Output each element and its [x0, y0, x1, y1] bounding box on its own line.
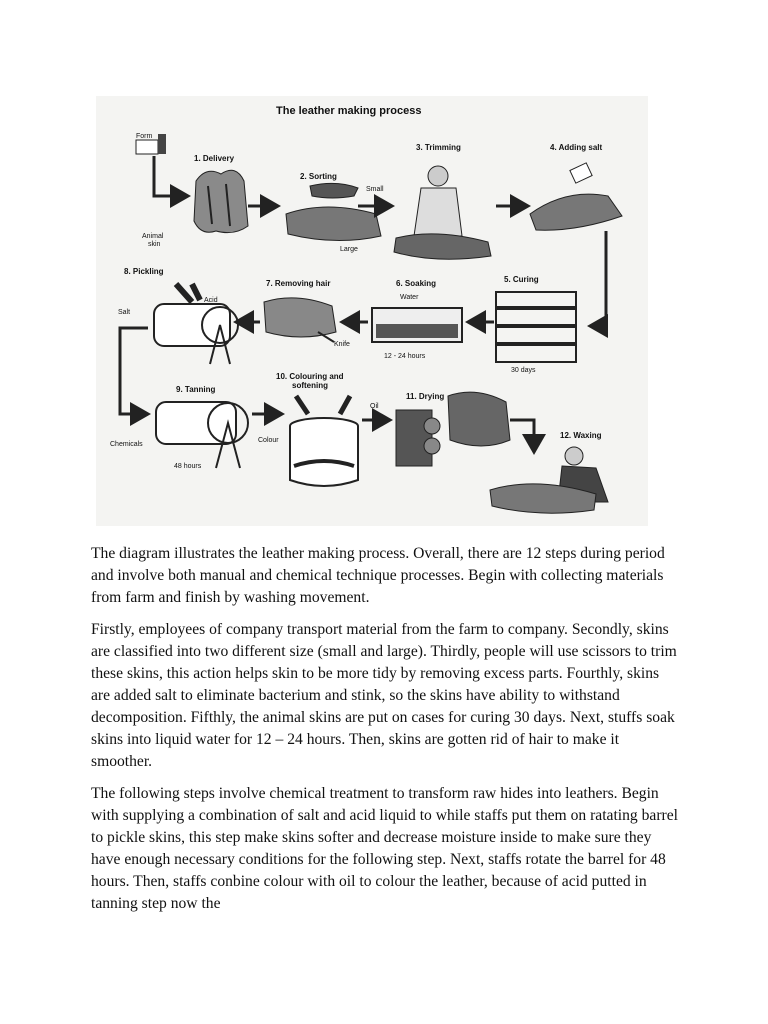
sorted-skins-illustration — [285, 182, 382, 241]
arrow-pickling-tanning — [118, 326, 151, 426]
drying-machine-illustration — [395, 391, 511, 467]
colouring-label-2: softening — [292, 381, 328, 390]
removing-hair-label: 7. Removing hair — [266, 279, 330, 288]
curing-time-label: 30 days — [511, 367, 536, 374]
sorting-label: 2. Sorting — [300, 172, 337, 181]
salted-skin-illustration — [529, 162, 623, 231]
soak-time-label: 12 - 24 hours — [384, 353, 426, 360]
worker-trimming-illustration — [393, 165, 492, 260]
farm-label: Form — [136, 133, 153, 140]
large-label: Large — [340, 246, 358, 253]
colouring-label-1: 10. Colouring and — [276, 372, 344, 381]
hanging-skins-illustration — [193, 169, 249, 234]
diagram-title: The leather making process — [276, 105, 422, 117]
delivery-label: 1. Delivery — [194, 154, 235, 163]
water-label: Water — [400, 294, 419, 301]
paragraph-intro: The diagram illustrates the leather maki… — [91, 545, 665, 606]
animal-skin-label-1: Animal — [142, 233, 164, 240]
chemicals-label: Chemicals — [110, 441, 143, 448]
drying-label: 11. Drying — [406, 392, 444, 401]
pickling-label: 8. Pickling — [124, 267, 164, 276]
tanning-label: 9. Tanning — [176, 385, 216, 394]
soaking-label: 6. Soaking — [396, 279, 436, 288]
hair-removal-illustration — [263, 297, 337, 343]
waxing-label: 12. Waxing — [560, 431, 602, 440]
arrow-drying-waxing — [510, 418, 546, 455]
tanning-time-label: 48 hours — [174, 463, 202, 470]
arrow-farm-delivery — [152, 156, 191, 208]
soaking-tank-illustration — [371, 307, 463, 343]
pickling-barrel-illustration — [153, 282, 239, 365]
colour-label: Colour — [258, 437, 279, 444]
knife-label: Knife — [334, 341, 350, 348]
farm-illustration: Form — [135, 133, 166, 155]
curing-label: 5. Curing — [504, 275, 539, 284]
arrow-salt-curing — [587, 231, 608, 338]
colouring-vat-illustration — [289, 394, 359, 487]
acid-label: Acid — [204, 297, 218, 304]
oil-label: Oil — [370, 403, 379, 410]
paragraph-first-steps: Firstly, employees of company transport … — [91, 621, 677, 770]
small-label: Small — [366, 186, 384, 193]
leather-process-diagram: The leather making process Form 1. Deliv… — [96, 96, 648, 526]
waxing-worker-illustration — [489, 446, 609, 514]
animal-skin-label-2: skin — [148, 241, 161, 248]
curing-shelves-illustration — [495, 291, 577, 363]
adding-salt-label: 4. Adding salt — [550, 143, 602, 152]
tanning-barrel-illustration — [155, 401, 249, 469]
paragraph-chemical-steps: The following steps involve chemical tre… — [91, 785, 678, 912]
trimming-label: 3. Trimming — [416, 143, 461, 152]
salt-label: Salt — [118, 309, 130, 316]
essay-text: The diagram illustrates the leather maki… — [91, 543, 681, 925]
